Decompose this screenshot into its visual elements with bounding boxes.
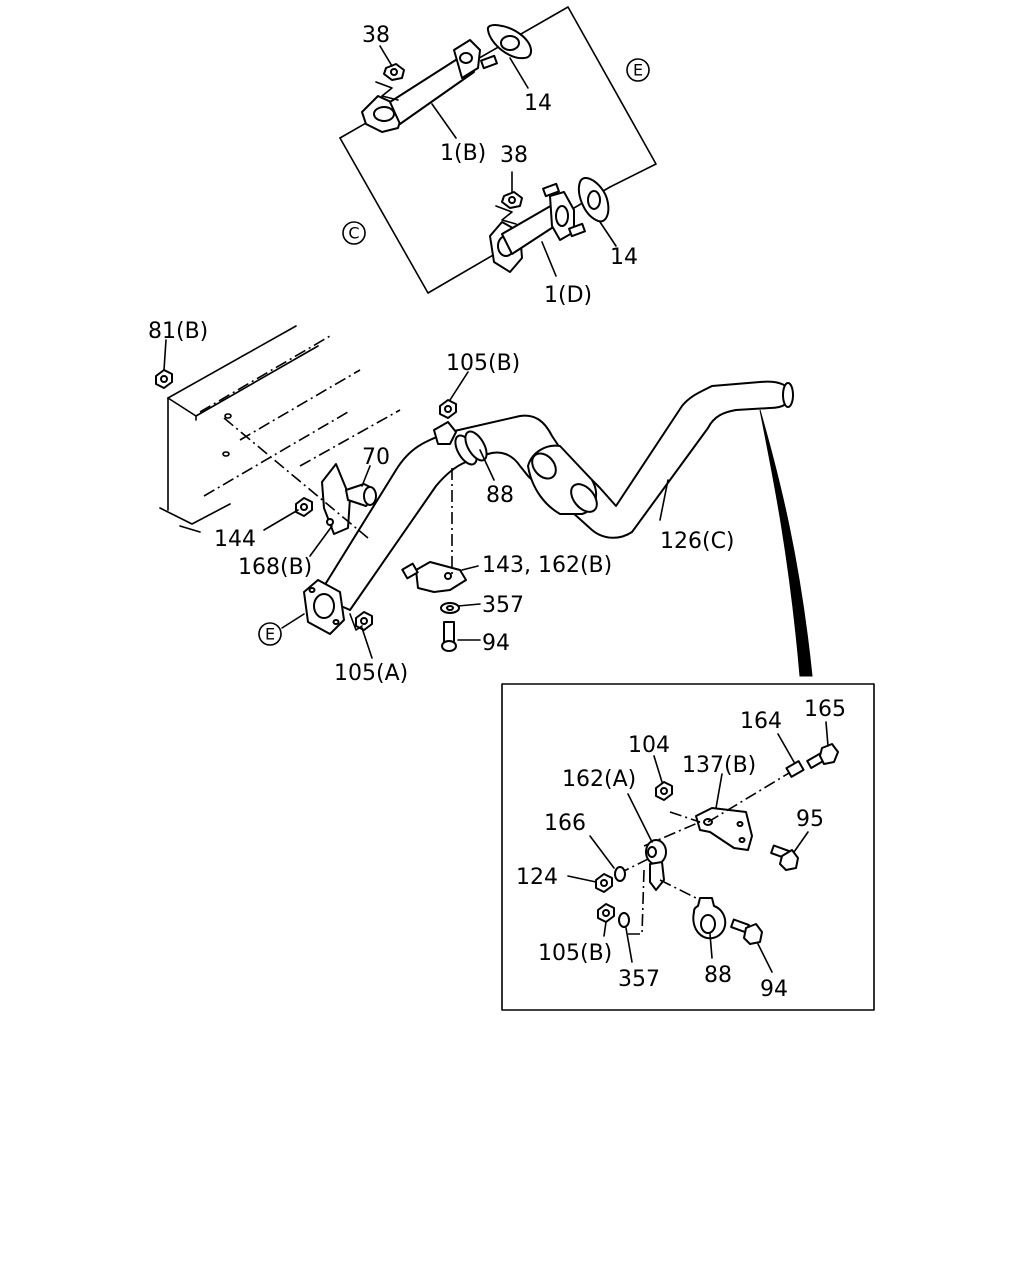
label-88-bottom: 88	[704, 963, 732, 988]
label-126c: 126(C)	[660, 529, 735, 554]
callout-c-left: C	[342, 221, 366, 245]
hanger-bracket-168b	[223, 417, 369, 539]
label-104: 104	[628, 733, 670, 758]
label-357-top: 357	[482, 593, 524, 618]
callout-e-top: E	[626, 58, 650, 82]
label-1b: 1(B)	[440, 141, 486, 166]
nut-38-top	[383, 63, 405, 81]
leaders-middle	[163, 339, 669, 659]
label-105b-top: 105(B)	[446, 351, 520, 376]
zoom-wedge	[759, 409, 813, 677]
pipe-1d	[489, 182, 586, 273]
label-70: 70	[362, 445, 390, 470]
label-105a: 105(A)	[334, 661, 408, 686]
hanger-143-162b	[401, 421, 467, 593]
inset-washer-357	[618, 869, 645, 935]
inset-bracket-137b	[643, 769, 795, 851]
label-162a: 162(A)	[562, 767, 636, 792]
label-14-mid: 14	[610, 245, 638, 270]
gasket-14-mid	[578, 177, 610, 223]
inset-nut-124	[595, 873, 613, 893]
label-164: 164	[740, 709, 782, 734]
label-166: 166	[544, 811, 586, 836]
callout-e-bottom-text: E	[265, 625, 275, 644]
label-1d: 1(D)	[544, 283, 592, 308]
inset-bolt-94	[730, 918, 763, 945]
bolt-94-top	[441, 621, 457, 652]
callout-e-bottom: E	[258, 622, 282, 646]
nut-105a	[355, 611, 373, 631]
frame-rail	[159, 325, 401, 533]
label-38-top: 38	[362, 23, 390, 48]
inlet-flange	[303, 579, 345, 635]
leaders-top	[379, 45, 617, 277]
inset-clamp-88	[692, 897, 727, 940]
label-95: 95	[796, 807, 824, 832]
label-14-top: 14	[524, 91, 552, 116]
callout-c-left-text: C	[348, 224, 359, 243]
inset-rubber-162a	[617, 839, 701, 901]
label-105b-bottom: 105(B)	[538, 941, 612, 966]
pipe-1b	[361, 39, 498, 133]
inset-collar-164	[785, 760, 805, 778]
leaders-inset	[567, 721, 829, 973]
inset-nut-104	[655, 781, 673, 801]
label-137b: 137(B)	[682, 753, 756, 778]
inset-bolt-165	[806, 743, 839, 769]
part-labels: 38 14 1(B) 38 14 1(D) 81(B) 105(B) 70 88…	[148, 23, 846, 1002]
label-144: 144	[214, 527, 256, 552]
gasket-14-top	[486, 24, 532, 60]
label-168b: 168(B)	[238, 555, 312, 580]
bolt-81b	[155, 369, 173, 389]
label-81b: 81(B)	[148, 319, 208, 344]
label-94-top: 94	[482, 631, 510, 656]
label-357-bottom: 357	[618, 967, 660, 992]
label-124: 124	[516, 865, 558, 890]
nut-105b-top	[439, 399, 457, 419]
callout-e-top-text: E	[633, 61, 643, 80]
inset-washer-166	[614, 866, 626, 882]
nut-38-mid	[501, 191, 523, 209]
washer-357-top	[440, 602, 460, 614]
bolt-70	[345, 483, 377, 507]
inset-bolt-95	[770, 844, 799, 871]
label-165: 165	[804, 697, 846, 722]
label-143-162b: 143, 162(B)	[482, 553, 612, 578]
label-94-bottom: 94	[760, 977, 788, 1002]
label-38-mid: 38	[500, 143, 528, 168]
inset-frame	[501, 683, 875, 1011]
inset-nut-105b	[597, 903, 615, 923]
nut-144	[295, 497, 313, 517]
label-88-top: 88	[486, 483, 514, 508]
